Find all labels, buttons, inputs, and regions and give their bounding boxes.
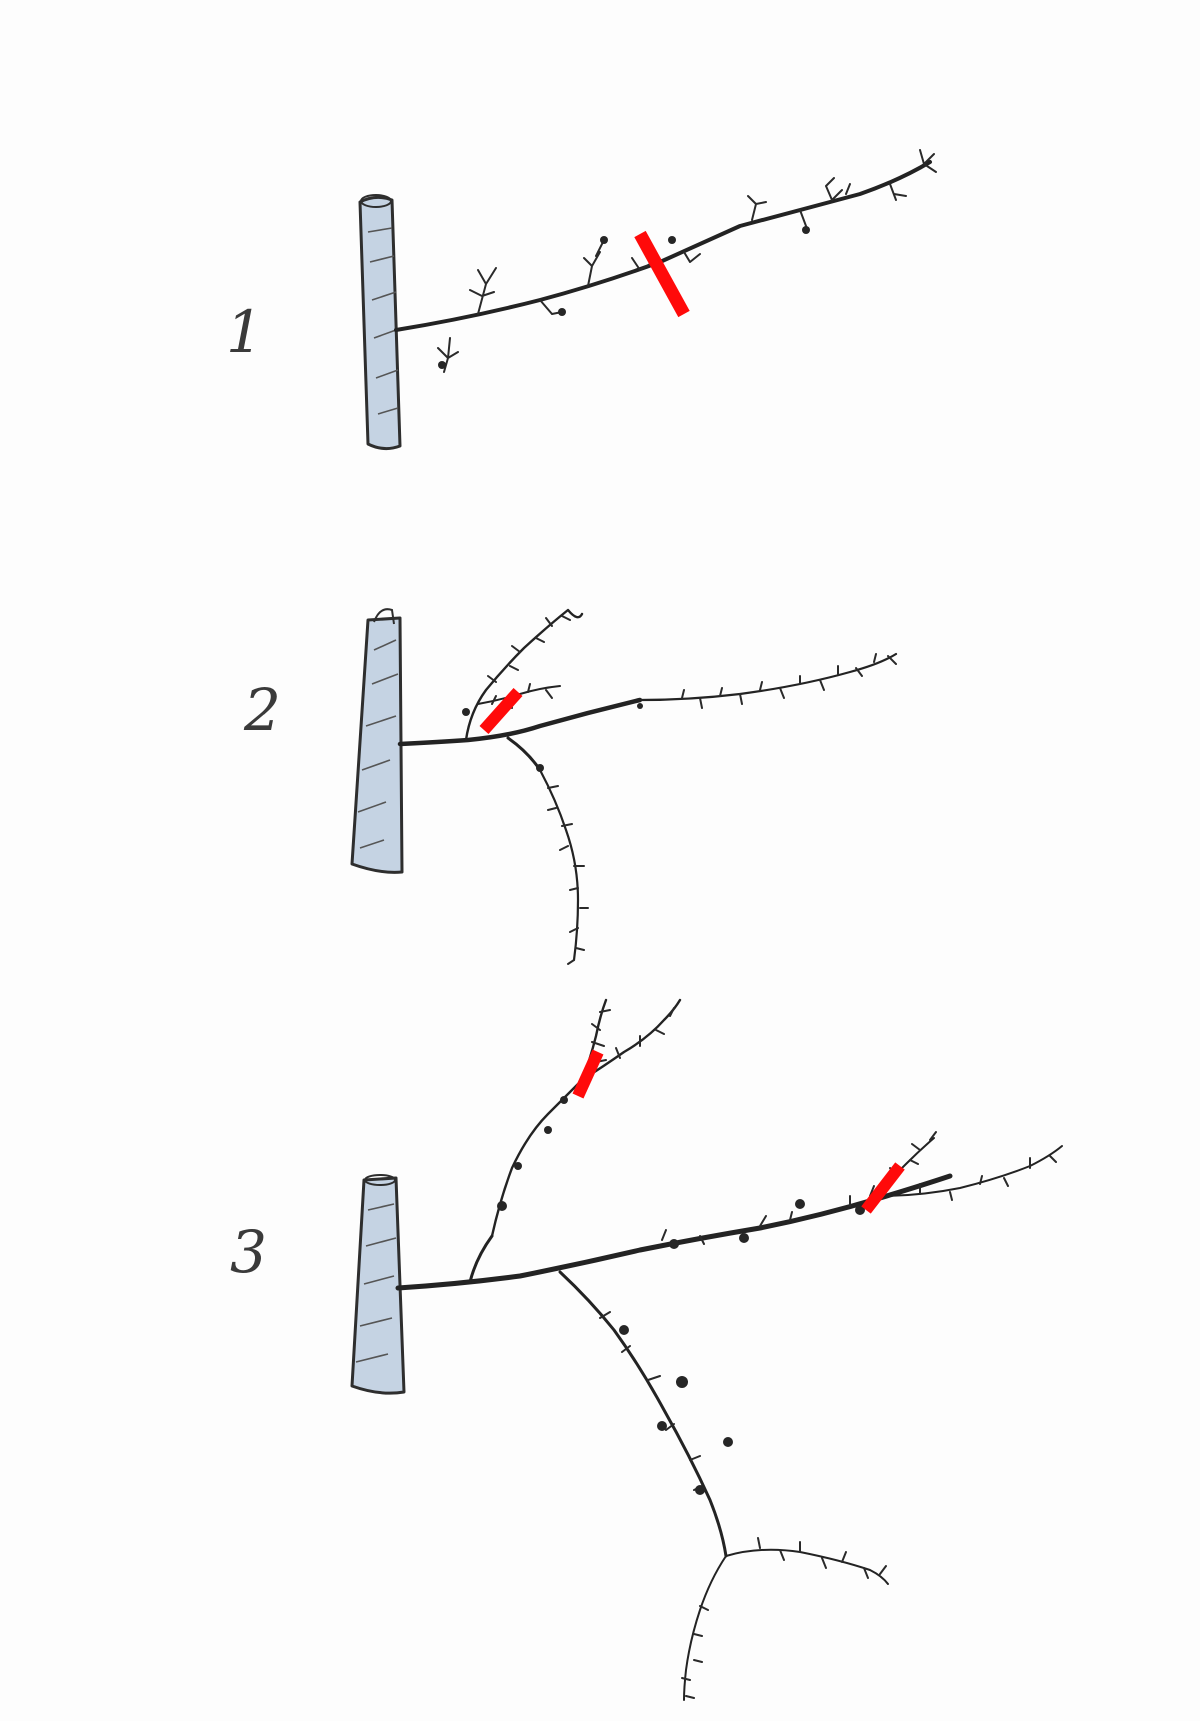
step-3-main-branch [395,1173,953,1291]
step-2-twigs [487,615,897,965]
step-3-bud [795,1199,805,1209]
step-1-bud [438,361,446,369]
step-1-bud [668,236,676,244]
step-3-bud [560,1096,568,1104]
step-3-cut-mark-upper [572,1049,604,1099]
step-2-extension [638,652,898,702]
step-2-trunk-top [373,608,395,625]
step-2-cut-mark [479,687,523,735]
step-3-bud [669,1239,679,1249]
step-3-bud [723,1437,733,1447]
step-3-bud [676,1376,688,1388]
step-3-bud [695,1485,705,1495]
step-3-cut-mark-right [861,1162,905,1214]
step-3-twigs [591,1007,1057,1699]
step-3-bud [657,1421,667,1431]
step-2-bud [637,703,643,709]
step-3: 3 [230,998,1063,1701]
step-2-label: 2 [243,676,281,744]
step-1-bud [600,236,608,244]
step-1-main-branch [394,160,932,332]
step-1-trunk-top [360,194,392,208]
step-2-bud [462,708,470,716]
step-3-trunk-lines [355,1203,397,1363]
step-3-bud [855,1205,865,1215]
step-3-bud [544,1126,552,1134]
step-1-twigs [437,149,937,373]
step-3-trunk-top [364,1174,396,1186]
step-1-label: 1 [226,298,263,366]
step-3-upward-leader-tip [490,998,682,1238]
step-3-lower-forks [683,1548,889,1701]
step-3-bud [514,1162,522,1170]
step-2-trunk [350,616,404,874]
step-2-hanging-shoot [506,736,542,772]
step-1: 1 [226,149,937,451]
step-1-trunk [358,195,402,451]
step-2: 2 [243,608,898,965]
step-2-trunk-lines [357,639,399,849]
step-3-hanging-branch [558,1270,728,1558]
step-2-bud [536,764,544,772]
step-3-upward-leader [468,1234,494,1284]
step-1-bud [802,226,810,234]
step-3-bud [619,1325,629,1335]
step-3-trunk [350,1176,406,1395]
step-1-cut-mark [634,230,690,318]
step-1-bud [558,308,566,316]
step-2-main-branch [397,697,643,747]
step-1-trunk-lines [367,227,399,415]
step-3-label: 3 [230,1218,267,1286]
step-3-bud [739,1233,749,1243]
step-3-bud [497,1201,507,1211]
